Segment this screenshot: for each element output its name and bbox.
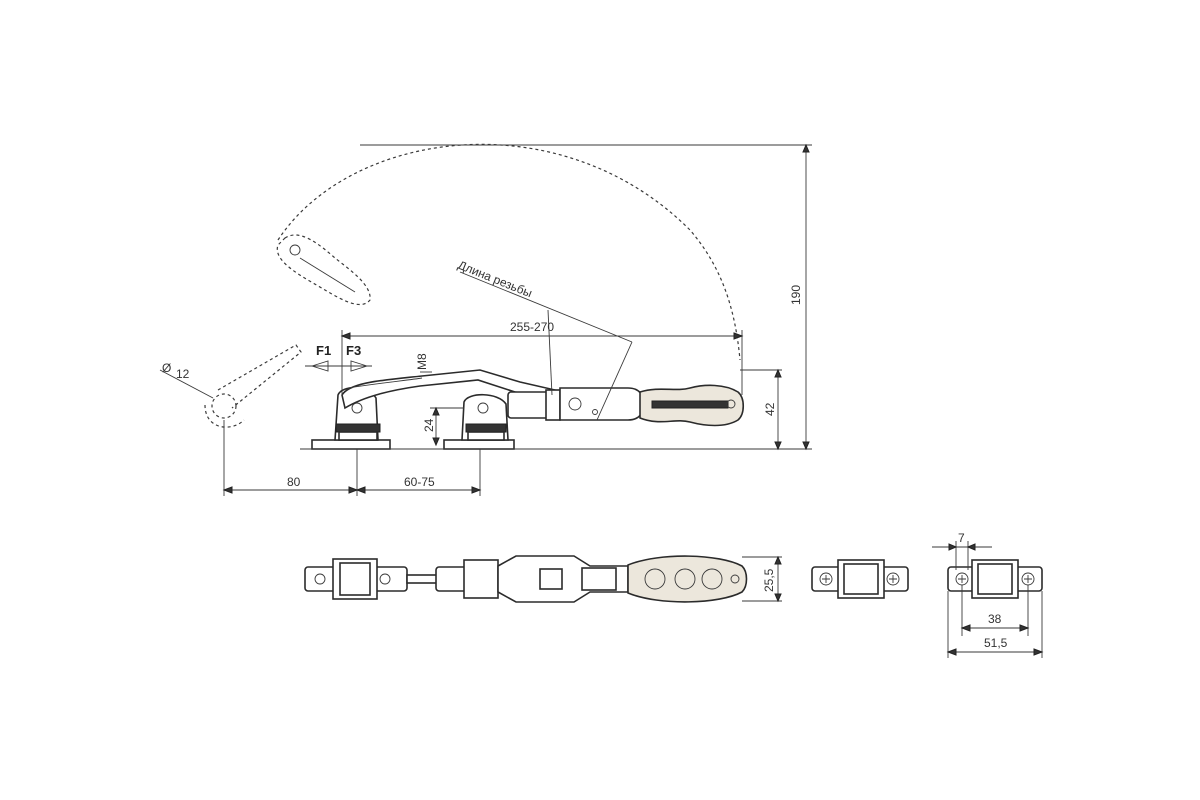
force-f3-label: F3: [346, 343, 361, 358]
ghost-pivot: [211, 393, 237, 419]
dim-42-label: 42: [763, 402, 777, 416]
dim-51-5: 51,5: [946, 591, 1044, 658]
dim-24-label: 24: [422, 418, 436, 432]
diameter-symbol: Ø: [162, 361, 171, 375]
dim-255-270: 255-270: [340, 320, 744, 395]
dim-80-label: 80: [287, 475, 301, 489]
dim-255-270-label: 255-270: [510, 320, 554, 334]
ghost-handle: [276, 234, 371, 305]
dim-38-label: 38: [988, 612, 1002, 626]
dim-24: 24: [422, 406, 464, 447]
arrow-f1-icon: [310, 360, 329, 372]
dim-190-label: 190: [789, 285, 803, 305]
swing-arc: [277, 143, 741, 361]
top-view-assembly: [304, 555, 748, 603]
dim-m8-label: M8: [415, 353, 429, 370]
dim-60-75-label: 60-75: [404, 475, 435, 489]
right-base-clamp: [443, 393, 515, 450]
dim-38: 38: [960, 585, 1030, 636]
dim-80-60-75: 80 60-75: [222, 420, 482, 496]
dim-25-5-label: 25,5: [762, 568, 776, 592]
force-f1-label: F1: [316, 343, 331, 358]
dim-25-5: 25,5: [742, 555, 782, 603]
force-arrows: F1 F3: [305, 343, 372, 372]
dim-7: 7: [932, 531, 992, 570]
dim-42: 42: [740, 368, 782, 451]
diameter-callout: Ø 12: [159, 361, 214, 399]
dim-7-label: 7: [958, 531, 965, 545]
base-plate-detail: [811, 559, 909, 599]
dim-51-5-label: 51,5: [984, 636, 1008, 650]
ghost-arm: [217, 344, 302, 409]
diameter-value: 12: [176, 367, 190, 381]
arrow-f3-icon: [350, 360, 369, 372]
thread-length-label: Длина резьбы: [456, 258, 534, 301]
main-handle: [639, 384, 745, 427]
dim-190: 190: [360, 143, 812, 451]
threaded-body: [507, 387, 645, 421]
